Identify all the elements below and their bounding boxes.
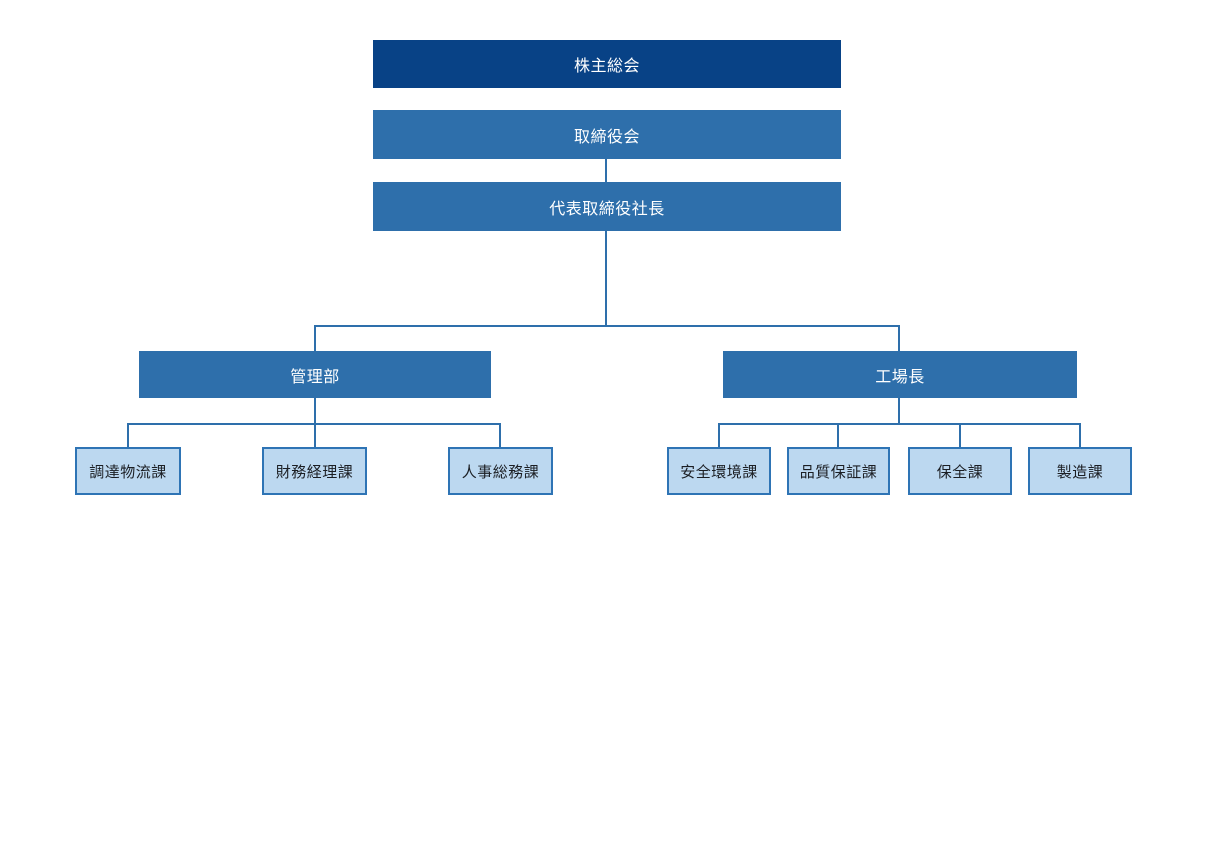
node-shareholders-meeting: 株主総会 <box>373 40 841 88</box>
connector-drop-to-procurement <box>127 423 129 447</box>
connector-drop-to-maintenance <box>959 423 961 447</box>
node-safety-environment-section: 安全環境課 <box>667 447 771 495</box>
node-board-of-directors: 取締役会 <box>373 110 841 159</box>
node-label: 調達物流課 <box>89 463 167 481</box>
node-label: 工場長 <box>875 368 925 386</box>
node-label: 人事総務課 <box>461 463 540 481</box>
node-factory-manager: 工場長 <box>723 351 1077 398</box>
node-president: 代表取締役社長 <box>373 182 841 231</box>
node-label: 安全環境課 <box>680 463 758 481</box>
node-finance-accounting-section: 財務経理課 <box>262 447 367 495</box>
connector-factory-trunk <box>898 398 900 423</box>
connector-split-horizontal <box>314 325 900 327</box>
connector-president-trunk <box>605 231 607 325</box>
connector-drop-to-hr <box>499 423 501 447</box>
connector-drop-to-safety <box>718 423 720 447</box>
connector-factory-horizontal <box>718 423 1081 425</box>
node-label: 株主総会 <box>573 58 640 75</box>
node-manufacturing-section: 製造課 <box>1028 447 1132 495</box>
node-maintenance-section: 保全課 <box>908 447 1012 495</box>
node-procurement-logistics-section: 調達物流課 <box>75 447 181 495</box>
node-label: 保全課 <box>936 463 984 481</box>
connector-drop-to-finance <box>314 423 316 447</box>
node-label: 管理部 <box>290 368 340 386</box>
node-label: 代表取締役社長 <box>549 200 665 218</box>
connector-drop-to-manufacturing <box>1079 423 1081 447</box>
node-admin-department: 管理部 <box>139 351 491 398</box>
connector-admin-trunk <box>314 398 316 423</box>
node-label: 取締役会 <box>573 128 640 146</box>
connector-drop-to-quality <box>837 423 839 447</box>
node-label: 製造課 <box>1056 463 1104 481</box>
node-label: 財務経理課 <box>275 463 354 481</box>
node-quality-assurance-section: 品質保証課 <box>787 447 890 495</box>
node-hr-general-affairs-section: 人事総務課 <box>448 447 553 495</box>
node-label: 品質保証課 <box>799 463 878 481</box>
connector-board-to-president <box>605 159 607 182</box>
connector-drop-to-factory <box>898 325 900 351</box>
connector-drop-to-admin <box>314 325 316 351</box>
